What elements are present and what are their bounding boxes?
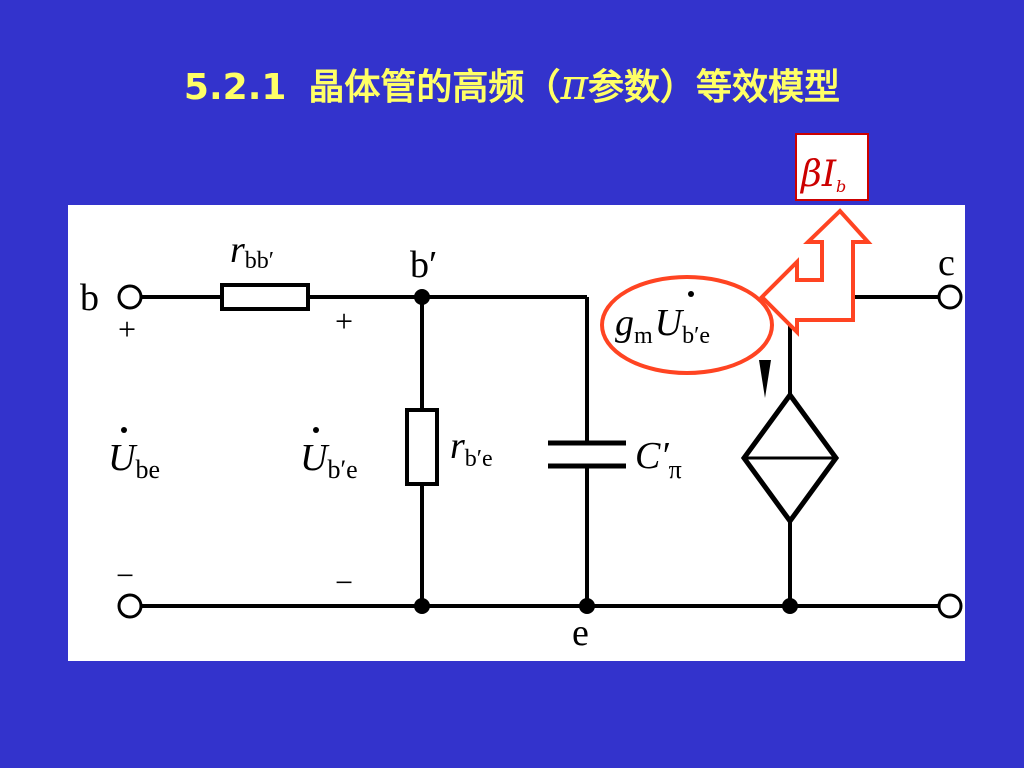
title-text-after: 参数）等效模型 — [588, 67, 841, 108]
terminal-b-ground — [117, 593, 143, 619]
gm-subscript: m — [634, 323, 653, 349]
terminal-b — [117, 284, 143, 310]
ube-dot-mark — [121, 427, 127, 433]
terminal-c-ground — [937, 593, 963, 619]
junction-dot-bprime — [414, 289, 430, 305]
highlight-ellipse — [600, 275, 774, 375]
label-bprime: b′ — [410, 244, 437, 286]
label-rbe: rb′e — [450, 425, 493, 472]
label-e: e — [572, 612, 589, 654]
ub-e-subscript: b′e — [327, 455, 357, 484]
label-beta-ib: βIb — [799, 154, 846, 196]
slide-title: 5.2.1 晶体管的高频（π参数）等效模型 — [0, 58, 1024, 110]
callout-arrow — [759, 208, 873, 337]
label-rbb: rbb′ — [230, 229, 274, 274]
label-ube: Ube — [108, 437, 160, 484]
rbe-subscript: b′e — [465, 446, 493, 472]
beta-ib-box — [795, 133, 869, 201]
rbe-symbol: r — [450, 425, 465, 467]
gm-u-subscript: b′e — [682, 323, 710, 349]
label-b: b — [80, 277, 99, 319]
plus-sign-input: + — [118, 311, 136, 347]
ube-symbol: U — [108, 437, 138, 479]
gm-symbol: g — [615, 302, 634, 344]
resistor-rbb — [220, 283, 310, 311]
rbb-symbol: r — [230, 229, 245, 271]
wires — [141, 295, 938, 608]
label-c: c — [938, 242, 955, 284]
minus-sign-input: − — [116, 557, 134, 593]
section-number: 5.2.1 — [183, 67, 287, 108]
beta-symbol: β — [799, 154, 822, 195]
ib-subscript: b — [836, 177, 846, 196]
resistor-rbe — [405, 408, 439, 486]
ib-symbol: I — [821, 154, 837, 195]
title-text-before: 晶体管的高频（ — [308, 67, 561, 108]
junction-dot-bottom-3 — [782, 598, 798, 614]
junction-dot-bottom-1 — [414, 598, 430, 614]
terminal-c — [937, 284, 963, 310]
cap-subscript: π — [669, 455, 682, 484]
cap-symbol: C′ — [635, 435, 669, 477]
ub-e-symbol: U — [300, 437, 330, 479]
pi-symbol: π — [560, 60, 589, 109]
junction-dot-e — [579, 598, 595, 614]
plus-sign-inner: + — [335, 303, 353, 339]
rbb-subscript: bb′ — [245, 248, 274, 274]
label-ub-e: Ub′e — [300, 437, 358, 484]
gm-u-symbol: U — [655, 302, 685, 344]
gm-ube-dot-mark — [688, 291, 694, 297]
ube-subscript: be — [135, 455, 160, 484]
ub-e-dot-mark — [313, 427, 319, 433]
current-arrow — [759, 360, 771, 398]
label-capacitor: C′π — [635, 435, 682, 484]
label-gm-ube: gmUb′e — [615, 302, 710, 349]
minus-sign-inner: − — [335, 564, 353, 600]
